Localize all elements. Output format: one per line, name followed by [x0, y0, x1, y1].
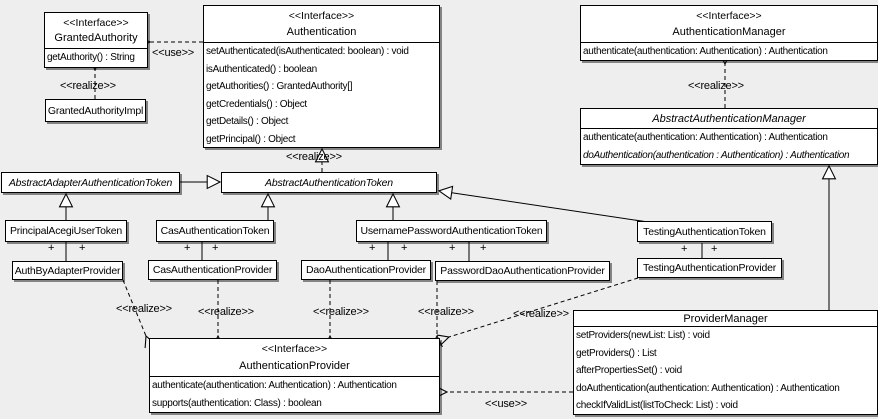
method: doAuthentication(authentication: Authent… — [576, 382, 840, 394]
realize-label: <<realize>> — [313, 306, 369, 318]
realize-label: <<realize>> — [286, 151, 342, 163]
class-principal-acegi-user-token[interactable]: PrincipalAcegiUserToken — [5, 220, 127, 242]
class-name: PrincipalAcegiUserToken — [9, 225, 123, 237]
stereotype-label: <<Interface>> — [696, 10, 762, 22]
method: afterPropertiesSet() : void — [576, 365, 682, 377]
methods-compartment: authenticate(authentication: Authenticat… — [581, 128, 877, 164]
class-auth-by-adapter-provider[interactable]: AuthByAdapterProvider — [12, 261, 123, 280]
class-name: DaoAuthenticationProvider — [306, 264, 426, 276]
class-abstract-adapter-authentication-token[interactable]: AbstractAdapterAuthenticationToken — [1, 172, 180, 193]
multiplicity-label: + — [212, 242, 219, 254]
method: getProviders() : List — [576, 347, 657, 359]
method: authenticate(authentication: Authenticat… — [152, 380, 397, 391]
class-name: AbstractAuthenticationManager — [652, 112, 806, 125]
method: setProviders(newList: List) : void — [576, 330, 710, 341]
use-label: <<use>> — [152, 47, 195, 59]
class-name: TestingAuthenticationProvider — [642, 262, 777, 274]
class-granted-authority-impl[interactable]: GrantedAuthorityImpl — [45, 99, 146, 122]
method: getCredentials() : Object — [206, 98, 307, 110]
multiplicity-label: + — [184, 242, 191, 254]
multiplicity-label: + — [401, 242, 408, 254]
method: authenticate(authentication: Authenticat… — [583, 132, 828, 143]
class-name: AbstractAdapterAuthenticationToken — [8, 176, 173, 189]
class-name: AbstractAuthenticationToken — [265, 176, 393, 189]
method: doAuthentication(authentication : Authen… — [583, 150, 850, 161]
class-password-dao-authentication-provider[interactable]: PasswordDaoAuthenticationProvider — [435, 261, 610, 281]
method: getDetails() : Object — [206, 116, 289, 128]
method: checkIfValidList(listToCheck: List) : vo… — [576, 400, 738, 412]
multiplicity-label: + — [681, 243, 688, 255]
class-abstract-authentication-manager[interactable]: AbstractAuthenticationManager authentica… — [580, 108, 878, 165]
class-username-password-authentication-token[interactable]: UsernamePasswordAuthenticationToken — [356, 220, 547, 242]
stereotype-label: <<Interface>> — [261, 343, 328, 356]
multiplicity-label: + — [48, 242, 55, 254]
class-authentication[interactable]: <<Interface>> Authentication setAuthenti… — [203, 5, 440, 148]
class-testing-authentication-provider[interactable]: TestingAuthenticationProvider — [637, 258, 782, 278]
multiplicity-label: + — [480, 242, 487, 254]
class-provider-manager[interactable]: ProviderManager setProviders(newList: Li… — [573, 310, 878, 415]
class-title: <<Interface>> GrantedAuthority — [45, 13, 147, 48]
class-title: <<Interface>> AuthenticationProvider — [150, 339, 439, 376]
edge-authbyadapterprovider-realizes-authenticationprovider — [122, 279, 146, 336]
multiplicity-label: + — [449, 242, 456, 254]
class-name: GrantedAuthorityImpl — [47, 104, 144, 117]
class-name: Authentication — [286, 26, 357, 38]
class-authentication-manager[interactable]: <<Interface>> AuthenticationManager auth… — [580, 5, 878, 61]
multiplicity-label: + — [369, 242, 376, 254]
methods-compartment: authenticate(authentication: Authenticat… — [150, 376, 439, 412]
stereotype-label: <<Interface>> — [288, 10, 355, 22]
class-cas-authentication-token[interactable]: CasAuthenticationToken — [156, 220, 274, 242]
methods-compartment: getAuthority() : String — [45, 48, 147, 67]
realize-label: <<realize>> — [418, 306, 474, 318]
class-title: <<Interface>> AuthenticationManager — [581, 6, 877, 42]
class-authentication-provider[interactable]: <<Interface>> AuthenticationProvider aut… — [149, 338, 440, 413]
method: getAuthorities() : GrantedAuthority[] — [206, 81, 353, 93]
class-name: PasswordDaoAuthenticationProvider — [440, 265, 605, 277]
class-testing-authentication-token[interactable]: TestingAuthenticationToken — [637, 221, 772, 242]
class-name: ProviderManager — [683, 312, 768, 325]
method: isAuthenticated() : boolean — [206, 63, 317, 75]
stereotype-label: <<Interface>> — [63, 16, 129, 29]
realize-label: <<realize>> — [513, 308, 569, 320]
class-name: AuthByAdapterProvider — [14, 264, 121, 277]
method: authenticate(authentication: Authenticat… — [583, 46, 828, 57]
realize-label: <<realize>> — [116, 303, 172, 315]
method: setAuthenticated(isAuthenticated: boolea… — [206, 46, 409, 57]
realize-label: <<realize>> — [60, 80, 116, 92]
class-name: TestingAuthenticationToken — [643, 225, 766, 238]
class-dao-authentication-provider[interactable]: DaoAuthenticationProvider — [301, 260, 431, 280]
edge-testingprovider-realizes-authenticationprovider — [449, 277, 639, 337]
class-name: AuthenticationProvider — [239, 359, 350, 372]
realize-label: <<realize>> — [688, 80, 744, 92]
class-granted-authority[interactable]: <<Interface>> GrantedAuthority getAuthor… — [44, 12, 148, 68]
class-name: GrantedAuthority — [54, 32, 138, 45]
class-name: UsernamePasswordAuthenticationToken — [360, 225, 543, 237]
class-cas-authentication-provider[interactable]: CasAuthenticationProvider — [148, 260, 277, 280]
multiplicity-label: + — [711, 243, 718, 255]
use-label: <<use>> — [485, 398, 528, 410]
class-name: AuthenticationManager — [672, 26, 786, 38]
class-name: CasAuthenticationProvider — [152, 264, 273, 276]
class-name: CasAuthenticationToken — [160, 225, 270, 237]
methods-compartment: setProviders(newList: List) : void getPr… — [574, 326, 877, 414]
methods-compartment: authenticate(authentication: Authenticat… — [581, 42, 877, 60]
methods-compartment: setAuthenticated(isAuthenticated: boolea… — [204, 42, 439, 147]
class-title: <<Interface>> Authentication — [204, 6, 439, 42]
method: getPrincipal() : Object — [206, 133, 296, 145]
method: supports(authentication: Class) : boolea… — [152, 397, 322, 409]
edge-testingtoken-extends-abstractauthenticationtoken — [440, 191, 649, 223]
class-abstract-authentication-token[interactable]: AbstractAuthenticationToken — [221, 172, 437, 193]
method: getAuthority() : String — [47, 52, 135, 63]
multiplicity-label: + — [79, 242, 86, 254]
realize-label: <<realize>> — [198, 306, 254, 318]
